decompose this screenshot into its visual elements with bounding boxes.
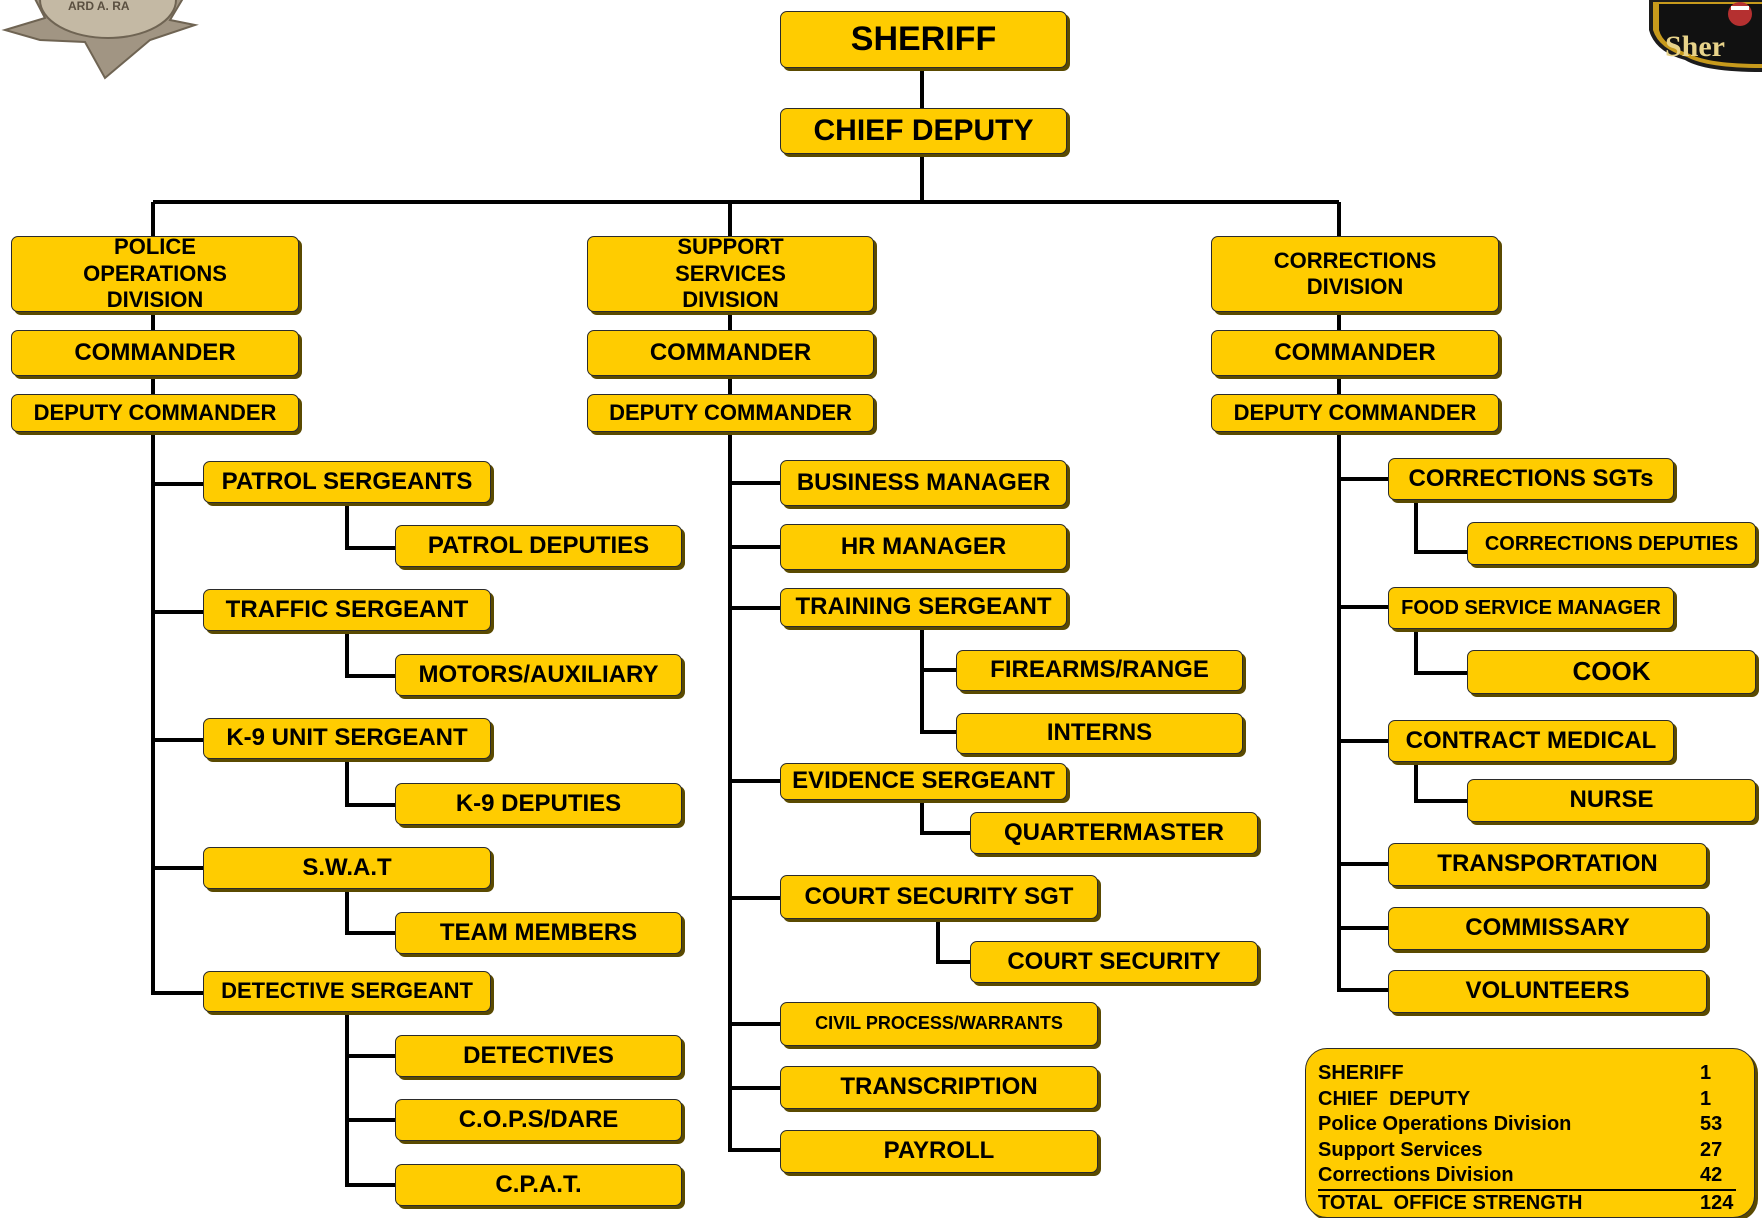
support-deputy-commander-box: DEPUTY COMMANDER xyxy=(587,394,874,432)
summary-value: 27 xyxy=(1700,1138,1723,1161)
support-services-division-box: SUPPORT SERVICES DIVISION xyxy=(587,236,874,312)
support-commander-box: COMMANDER xyxy=(587,330,874,376)
traffic-sergeant-box: TRAFFIC SERGEANT xyxy=(203,589,491,631)
summary-row: Support Services 27 xyxy=(1318,1138,1736,1164)
badge-right-text: Sher xyxy=(1665,30,1725,63)
nurse-box: NURSE xyxy=(1467,779,1756,822)
summary-total-label: TOTAL OFFICE STRENGTH xyxy=(1318,1191,1583,1214)
k9-deputies-box: K-9 DEPUTIES xyxy=(395,783,682,825)
corrections-deputies-box: CORRECTIONS DEPUTIES xyxy=(1467,522,1756,565)
summary-row: Police Operations Division 53 xyxy=(1318,1112,1736,1138)
staffing-summary-box: SHERIFF 1 CHIEF DEPUTY 1 Police Operatio… xyxy=(1305,1048,1755,1218)
chief-deputy-box: CHIEF DEPUTY xyxy=(780,108,1067,154)
evidence-sergeant-box: EVIDENCE SERGEANT xyxy=(780,763,1067,800)
summary-total-row: TOTAL OFFICE STRENGTH 124 xyxy=(1318,1191,1736,1217)
volunteers-box: VOLUNTEERS xyxy=(1388,970,1707,1013)
badge-left-text: ARD A. RA xyxy=(68,0,130,13)
summary-label: Corrections Division xyxy=(1318,1164,1514,1186)
summary-label: SHERIFF xyxy=(1318,1062,1404,1084)
transcription-box: TRANSCRIPTION xyxy=(780,1066,1098,1109)
summary-value: 1 xyxy=(1700,1087,1712,1110)
k9-unit-sergeant-box: K-9 UNIT SERGEANT xyxy=(203,718,491,759)
hr-manager-box: HR MANAGER xyxy=(780,524,1067,570)
police-operations-division-box: POLICE OPERATIONS DIVISION xyxy=(11,236,299,312)
corrections-commander-box: COMMANDER xyxy=(1211,330,1499,376)
motors-auxiliary-box: MOTORS/AUXILIARY xyxy=(395,654,682,696)
patrol-deputies-box: PATROL DEPUTIES xyxy=(395,525,682,567)
summary-value: 1 xyxy=(1700,1062,1712,1084)
transportation-box: TRANSPORTATION xyxy=(1388,843,1707,886)
business-manager-box: BUSINESS MANAGER xyxy=(780,460,1067,506)
corrections-sgts-box: CORRECTIONS SGTs xyxy=(1388,458,1674,500)
summary-label: Police Operations Division xyxy=(1318,1113,1572,1135)
team-members-box: TEAM MEMBERS xyxy=(395,912,682,954)
patrol-sergeants-box: PATROL SERGEANTS xyxy=(203,461,491,503)
firearms-range-box: FIREARMS/RANGE xyxy=(956,650,1243,691)
summary-row: Corrections Division 42 xyxy=(1318,1163,1736,1191)
sheriff-patch-logo: Sher xyxy=(1649,0,1762,72)
quartermaster-box: QUARTERMASTER xyxy=(970,812,1258,854)
training-sergeant-box: TRAINING SERGEANT xyxy=(780,588,1067,627)
cops-dare-box: C.O.P.S/DARE xyxy=(395,1099,682,1141)
detectives-box: DETECTIVES xyxy=(395,1035,682,1077)
summary-label: Support Services xyxy=(1318,1138,1483,1161)
summary-label: CHIEF DEPUTY xyxy=(1318,1087,1471,1110)
corrections-deputy-commander-box: DEPUTY COMMANDER xyxy=(1211,394,1499,432)
sheriff-star-badge: ARD A. RA xyxy=(1,0,199,80)
corrections-division-box: CORRECTIONS DIVISION xyxy=(1211,236,1499,312)
court-security-sgt-box: COURT SECURITY SGT xyxy=(780,875,1098,919)
cook-box: COOK xyxy=(1467,650,1756,694)
police-commander-box: COMMANDER xyxy=(11,330,299,376)
summary-value: 42 xyxy=(1700,1164,1723,1186)
sheriff-box: SHERIFF xyxy=(780,11,1067,68)
contract-medical-box: CONTRACT MEDICAL xyxy=(1388,720,1674,762)
police-deputy-commander-box: DEPUTY COMMANDER xyxy=(11,394,299,432)
summary-row: CHIEF DEPUTY 1 xyxy=(1318,1087,1736,1113)
food-service-manager-box: FOOD SERVICE MANAGER xyxy=(1388,587,1674,629)
payroll-box: PAYROLL xyxy=(780,1130,1098,1173)
swat-box: S.W.A.T xyxy=(203,847,491,889)
summary-total-value: 124 xyxy=(1700,1191,1734,1214)
civil-process-warrants-box: CIVIL PROCESS/WARRANTS xyxy=(780,1002,1098,1046)
interns-box: INTERNS xyxy=(956,713,1243,754)
cpat-box: C.P.A.T. xyxy=(395,1164,682,1206)
detective-sergeant-box: DETECTIVE SERGEANT xyxy=(203,971,491,1012)
commissary-box: COMMISSARY xyxy=(1388,907,1707,950)
court-security-box: COURT SECURITY xyxy=(970,941,1258,983)
summary-value: 53 xyxy=(1700,1113,1723,1135)
summary-row: SHERIFF 1 xyxy=(1318,1061,1736,1087)
